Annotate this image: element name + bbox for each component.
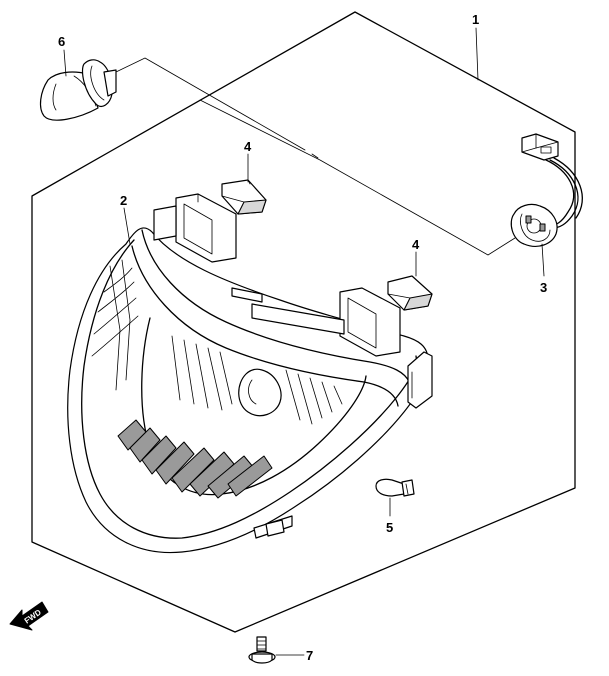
- screw-icon: [248, 636, 305, 664]
- callout-5: 5: [386, 520, 393, 535]
- cushion-icon-upper: [221, 179, 267, 215]
- callout-1: 1: [472, 12, 479, 27]
- callout-2: 2: [120, 193, 127, 208]
- assembly-boundary: [31, 11, 576, 633]
- forward-arrow-icon: FWD: [9, 601, 49, 631]
- headlamp-housing-icon: [67, 193, 433, 554]
- callout-4-lower: 4: [412, 237, 420, 252]
- bulb-socket-icon: [510, 133, 583, 277]
- cushion-icon-lower: [387, 275, 433, 311]
- callout-6: 6: [58, 34, 65, 49]
- bulb-socket-leader: [115, 57, 516, 256]
- callout-3: 3: [540, 280, 547, 295]
- callout-7: 7: [306, 648, 313, 663]
- callout-4-upper: 4: [244, 139, 252, 154]
- position-bulb-icon: [375, 478, 415, 517]
- headlamp-bulb-icon: [39, 59, 117, 121]
- callout-leaders: [63, 27, 479, 277]
